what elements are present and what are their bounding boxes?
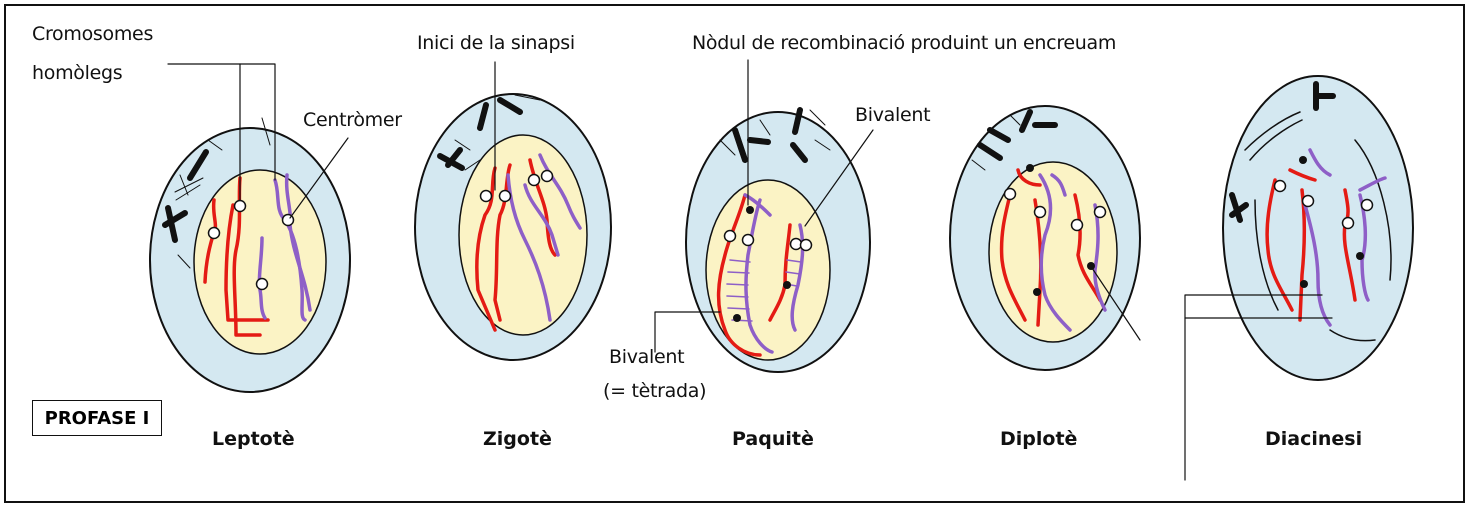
stage-zigote: Zigotè bbox=[483, 428, 552, 450]
cell-zigote bbox=[415, 94, 611, 360]
label-inici-sinapsi: Inici de la sinapsi bbox=[417, 32, 575, 54]
cell-diplote bbox=[950, 106, 1140, 370]
cell-diacinesi bbox=[1223, 76, 1413, 380]
label-cromosomes: Cromosomes bbox=[32, 23, 153, 45]
label-nodul-recombinacio: Nòdul de recombinació produint un encreu… bbox=[692, 32, 1144, 54]
stage-diplote: Diplotè bbox=[1000, 428, 1077, 450]
stage-leptote: Leptotè bbox=[212, 428, 295, 450]
cell-paquite bbox=[686, 110, 870, 372]
profase-label-box: PROFASE I bbox=[32, 400, 162, 436]
label-tetrada: (= tètrada) bbox=[603, 380, 706, 402]
stage-diacinesi: Diacinesi bbox=[1265, 428, 1362, 450]
label-homolegs: homòlegs bbox=[32, 62, 122, 84]
stage-paquite: Paquitè bbox=[732, 428, 814, 450]
label-bivalent-top: Bivalent bbox=[855, 104, 930, 126]
cell-leptote bbox=[150, 118, 350, 392]
label-bivalent-bottom: Bivalent bbox=[609, 346, 684, 368]
label-centromer: Centròmer bbox=[303, 109, 402, 131]
